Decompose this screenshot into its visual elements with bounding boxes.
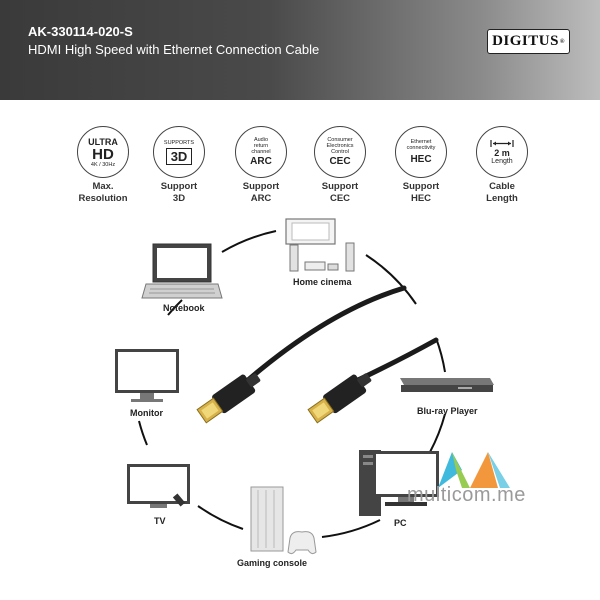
badge-text: Ethernet xyxy=(410,138,432,145)
badge-text: 2 m xyxy=(494,148,510,158)
label-line: 3D xyxy=(172,193,186,204)
label-gaming-console: Gaming console xyxy=(237,558,308,568)
badge-text: ARC xyxy=(250,155,272,167)
label-line: Support xyxy=(402,181,440,192)
badge-text: SUPPORTS xyxy=(163,139,195,146)
label-line: Support xyxy=(160,181,198,192)
badge-text: connectivity xyxy=(406,144,436,151)
3d-icon: SUPPORTS 3D xyxy=(153,126,205,178)
label-bluray: Blu-ray Player xyxy=(417,406,478,416)
label-line: Resolution xyxy=(78,193,128,204)
label-line: Support xyxy=(321,181,359,192)
label-line: HEC xyxy=(410,193,432,204)
badge-text: HEC xyxy=(410,153,432,165)
badge-text: 4K / 30Hz xyxy=(90,161,116,168)
brand-mark: ® xyxy=(559,38,565,45)
watermark-text: multicom.me xyxy=(407,484,526,506)
ultra-hd-icon: ULTRA HD 4K / 30Hz xyxy=(77,126,129,178)
label-line: Max. xyxy=(92,181,114,192)
badge-text: ULTRA xyxy=(88,136,118,147)
product-sku: AK-330114-020-S xyxy=(28,24,133,39)
arrow-icon xyxy=(490,140,514,147)
length-icon: 2 m Length xyxy=(476,126,528,178)
tv-icon xyxy=(127,464,190,508)
badge-text: 3D xyxy=(165,147,193,165)
home-cinema-icon xyxy=(285,218,355,272)
label-pc: PC xyxy=(394,518,407,528)
label-tv: TV xyxy=(154,516,166,526)
badge-text: return xyxy=(253,142,269,149)
bluray-player-icon xyxy=(400,378,494,392)
badge-text: Electronics xyxy=(326,142,354,149)
header-banner: AK-330114-020-S HDMI High Speed with Eth… xyxy=(0,0,600,100)
pc-icon xyxy=(359,450,439,516)
label-home-cinema: Home cinema xyxy=(293,277,352,287)
label-line: CEC xyxy=(329,193,351,204)
badge-text: Audio xyxy=(253,136,269,143)
notebook-icon xyxy=(141,243,223,299)
cec-icon: Consumer Electronics Control CEC xyxy=(314,126,366,178)
gaming-console-icon xyxy=(250,486,317,555)
label-line: Length xyxy=(486,193,518,204)
label-line: Support xyxy=(242,181,280,192)
badge-text: channel xyxy=(251,148,271,155)
label-line: Cable xyxy=(489,181,515,192)
badge-text: Control xyxy=(331,148,349,155)
label-line: ARC xyxy=(250,193,272,204)
hec-icon: Ethernet connectivity HEC xyxy=(395,126,447,178)
multicom-logo-icon xyxy=(438,452,510,488)
hdmi-cable-icon xyxy=(196,285,439,424)
label-notebook: Notebook xyxy=(163,303,205,313)
feature-label-resolution: Max.Resolution xyxy=(63,181,143,205)
digitus-logo: DIGITUS® xyxy=(487,29,570,54)
monitor-icon xyxy=(115,349,179,402)
arc-icon: Audio return channel ARC xyxy=(235,126,287,178)
badge-text: CEC xyxy=(329,155,351,167)
badge-text: HD xyxy=(92,145,114,163)
brand-name: DIGITUS xyxy=(492,33,559,49)
badge-text: Consumer xyxy=(327,136,353,143)
badge-text: Length xyxy=(491,158,513,165)
product-subtitle: HDMI High Speed with Ethernet Connection… xyxy=(28,42,320,57)
label-monitor: Monitor xyxy=(130,408,163,418)
